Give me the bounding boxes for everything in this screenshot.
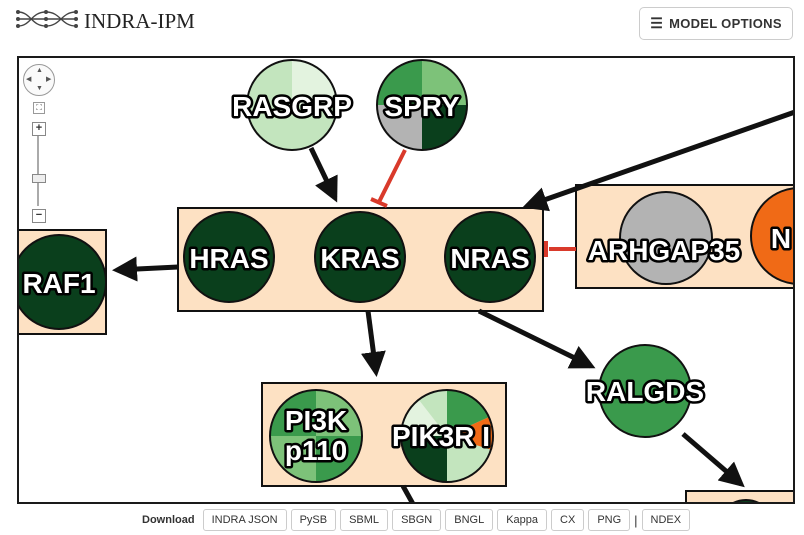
node-raf1[interactable]: RAF1	[19, 234, 107, 330]
edge-ralgds-bottom[interactable]	[681, 432, 745, 488]
edge-kras-pi3k[interactable]	[361, 310, 386, 377]
edge-rasgrp-kras[interactable]	[308, 146, 338, 203]
node-label-partial: N	[771, 223, 791, 254]
app-title: INDRA-IPM	[84, 8, 195, 33]
download-bngl-button[interactable]: BNGL	[445, 509, 494, 531]
edge-complex-ralgds[interactable]	[477, 308, 596, 369]
node-label-pi3k: PI3K	[285, 405, 347, 436]
node-label-ralgds: RALGDS	[586, 376, 704, 407]
node-kras[interactable]: KRAS	[314, 211, 406, 303]
pan-control[interactable]: ▲ ▼ ◀ ▶	[23, 64, 55, 96]
edge-upper-right-nras[interactable]	[522, 110, 795, 212]
node-nras[interactable]: NRAS	[444, 211, 536, 303]
download-cx-button[interactable]: CX	[551, 509, 585, 531]
download-sbgn-button[interactable]: SBGN	[392, 509, 442, 531]
edge-spry-kras-bar	[370, 197, 388, 208]
model-options-label: MODEL OPTIONS	[669, 16, 782, 31]
network-graph: RASGRP SPRY HRAS KRAS NRAS RA	[19, 59, 795, 504]
node-ralgds[interactable]: RALGDS	[583, 344, 707, 438]
download-png-button[interactable]: PNG	[588, 509, 631, 531]
model-options-button[interactable]: ☰ MODEL OPTIONS	[639, 7, 793, 40]
node-hras[interactable]: HRAS	[183, 211, 275, 303]
app-brand[interactable]: INDRA-IPM	[16, 7, 195, 35]
pan-left-icon: ◀	[26, 76, 32, 83]
fit-view-button[interactable]: ⛶	[33, 102, 45, 114]
node-label-spry: SPRY	[384, 91, 460, 122]
node-spry[interactable]: SPRY	[376, 59, 468, 151]
download-pysb-button[interactable]: PySB	[290, 509, 337, 531]
pan-right-icon: ▶	[46, 76, 52, 83]
graph-navigator: ▲ ▼ ◀ ▶ ⛶ + −	[23, 64, 55, 224]
node-arhgap35[interactable]: ARHGAP35 N	[585, 187, 795, 285]
node-label-rasgrp: RASGRP	[232, 91, 352, 122]
download-indra-json-button[interactable]: INDRA JSON	[202, 509, 287, 531]
node-label-pik3r: PIK3R I	[392, 421, 490, 452]
download-separator: |	[634, 512, 638, 528]
network-graph-canvas[interactable]: RASGRP SPRY HRAS KRAS NRAS RA	[17, 56, 795, 504]
node-label-raf1: RAF1	[22, 268, 95, 299]
zoom-out-button[interactable]: −	[32, 209, 46, 223]
node-bottom-right-partial[interactable]	[718, 499, 774, 504]
node-partial-orange[interactable]	[750, 187, 795, 285]
hamburger-icon: ☰	[650, 15, 664, 31]
pan-up-icon: ▲	[36, 67, 43, 74]
network-logo-icon	[16, 8, 78, 35]
zoom-in-button[interactable]: +	[32, 122, 46, 136]
edge-spry-kras[interactable]	[377, 149, 407, 203]
node-label-p110: p110	[285, 435, 347, 466]
pan-down-icon: ▼	[36, 85, 43, 92]
node-label-hras: HRAS	[189, 243, 268, 274]
download-label: Download	[142, 514, 195, 526]
edge-complex-raf1[interactable]	[112, 256, 179, 282]
download-sbml-button[interactable]: SBML	[340, 509, 389, 531]
edge-pi3k-down[interactable]	[400, 484, 415, 504]
zoom-slider-track[interactable]	[37, 136, 39, 206]
zoom-slider-handle[interactable]	[32, 174, 46, 183]
node-rasgrp[interactable]: RASGRP	[230, 59, 354, 151]
node-pi3k-p110[interactable]: PI3K p110	[269, 389, 363, 483]
download-kappa-button[interactable]: Kappa	[497, 509, 548, 531]
bottom-right-box[interactable]	[685, 490, 795, 504]
node-pik3r[interactable]: PIK3R I	[389, 389, 494, 483]
download-ndex-button[interactable]: NDEX	[641, 509, 691, 531]
node-label-kras: KRAS	[320, 243, 399, 274]
node-label-nras: NRAS	[450, 243, 529, 274]
node-label-arhgap35: ARHGAP35	[588, 235, 740, 266]
download-bar: Download INDRA JSON PySB SBML SBGN BNGL …	[142, 508, 694, 532]
